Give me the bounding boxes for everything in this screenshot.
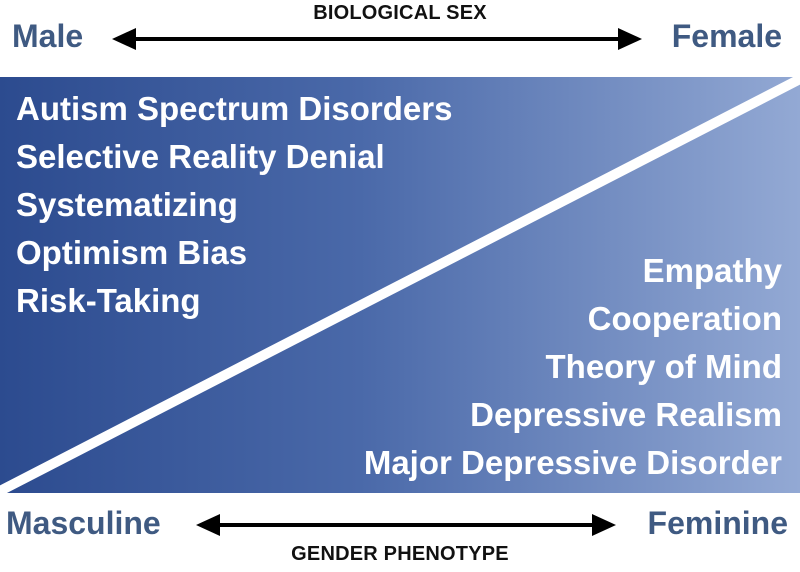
male-traits-list: Autism Spectrum Disorders Selective Real… [16, 85, 452, 325]
female-label: Female [671, 18, 782, 54]
diagonal-divider [0, 77, 800, 493]
trait-major-depressive-disorder: Major Depressive Disorder [363, 444, 782, 481]
trait-depressive-realism: Depressive Realism [470, 396, 782, 433]
female-traits-list: Empathy Cooperation Theory of Mind Depre… [364, 247, 782, 487]
feminine-label: Feminine [647, 505, 788, 541]
masculine-label: Masculine [6, 505, 161, 541]
biological-sex-title: BIOLOGICAL SEX [313, 2, 487, 24]
trait-empathy: Empathy [642, 252, 782, 289]
sex-gender-diagram-panel: Autism Spectrum Disorders Selective Real… [0, 77, 800, 493]
male-label: Male [12, 18, 84, 54]
trait-selective-reality-denial: Selective Reality Denial [16, 138, 385, 175]
trait-theory-of-mind: Theory of Mind [545, 348, 782, 385]
gender-phenotype-title: GENDER PHENOTYPE [291, 543, 509, 565]
trait-systematizing: Systematizing [16, 186, 238, 223]
trait-optimism-bias: Optimism Bias [16, 234, 248, 271]
biological-sex-arrow [112, 28, 642, 50]
trait-autism-spectrum-disorders: Autism Spectrum Disorders [16, 90, 453, 127]
trait-cooperation: Cooperation [587, 300, 782, 337]
trait-risk-taking: Risk-Taking [16, 282, 201, 319]
gender-phenotype-arrow [196, 514, 616, 536]
gradient-background [0, 77, 800, 493]
